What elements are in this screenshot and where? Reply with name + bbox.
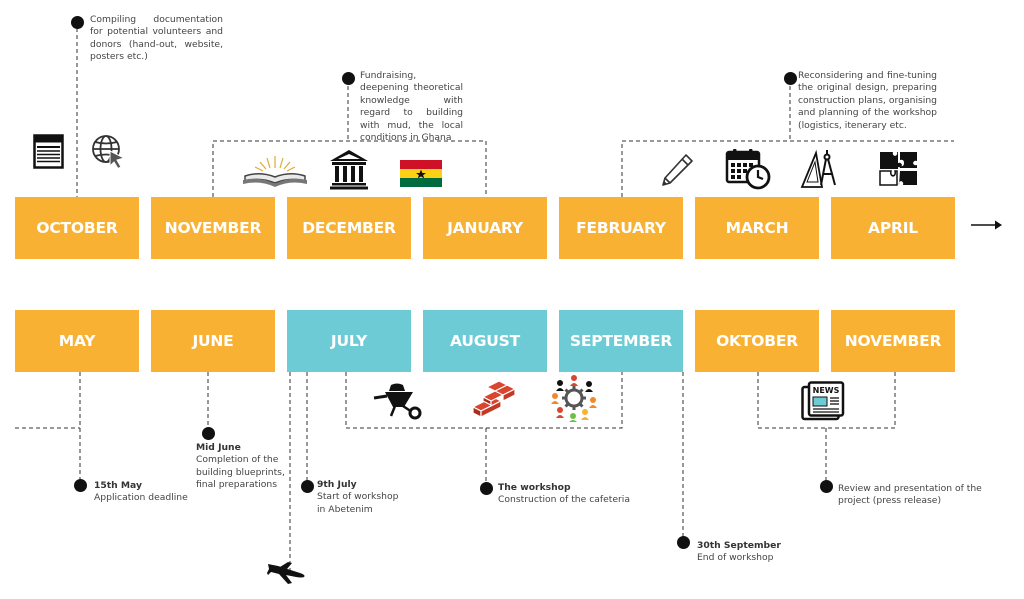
milestone-dot <box>480 482 493 495</box>
milestone-dot <box>342 72 355 85</box>
note-workshop: The workshop Construction of the cafeter… <box>498 482 638 507</box>
airplane-icon <box>267 562 305 584</box>
month-february: FEBRUARY <box>559 197 683 259</box>
month-january: JANUARY <box>423 197 547 259</box>
month-august: AUGUST <box>423 310 547 372</box>
puzzle-icon <box>879 152 917 186</box>
note-june-text: Completion of the building blueprints, f… <box>196 454 285 491</box>
milestone-dot <box>820 480 833 493</box>
month-october: OCTOBER <box>15 197 139 259</box>
month-may: MAY <box>15 310 139 372</box>
note-july: 9th July Start of workshop in Abetenim <box>317 479 407 516</box>
arrow-right-icon <box>971 220 1002 230</box>
globe-cursor-icon <box>92 135 126 170</box>
note-october: Compiling documentation for potential vo… <box>90 14 223 63</box>
document-icon <box>33 134 64 169</box>
pencil-icon <box>662 154 693 186</box>
milestone-dot <box>784 72 797 85</box>
calendar-clock-icon <box>725 149 771 190</box>
month-september: SEPTEMBER <box>559 310 683 372</box>
newspaper-label: NEWS <box>813 386 840 395</box>
note-workshop-label: The workshop <box>498 482 571 493</box>
note-june-label: Mid June <box>196 442 241 453</box>
note-november: Review and presentation of the project (… <box>838 483 982 507</box>
note-nov-jan: Fundraising, deepening theoretical knowl… <box>360 70 463 144</box>
wheelbarrow-icon <box>373 383 422 420</box>
month-oktober: OKTOBER <box>695 310 819 372</box>
note-workshop-text: Construction of the cafeteria <box>498 494 630 506</box>
month-december: DECEMBER <box>287 197 411 259</box>
bricks-icon <box>471 380 517 418</box>
note-september-label: 30th September <box>697 540 781 551</box>
month-april: APRIL <box>831 197 955 259</box>
note-may-label: 15th May <box>94 480 142 491</box>
month-june: JUNE <box>151 310 275 372</box>
gear-people-icon <box>551 375 597 422</box>
newspaper-icon: NEWS <box>801 381 845 421</box>
note-may: 15th May Application deadline <box>94 480 204 505</box>
ghana-flag-icon <box>400 160 442 187</box>
note-september-text: End of workshop <box>697 552 774 564</box>
milestone-dot <box>71 16 84 29</box>
note-september: 30th September End of workshop <box>697 540 807 565</box>
month-march: MARCH <box>695 197 819 259</box>
month-july: JULY <box>287 310 411 372</box>
note-june: Mid June Completion of the building blue… <box>196 442 288 492</box>
note-may-text: Application deadline <box>94 492 188 504</box>
drafting-compass-icon <box>800 149 836 188</box>
institution-icon <box>330 150 368 190</box>
open-book-icon <box>243 156 307 187</box>
milestone-dot <box>202 427 215 440</box>
month-november-2: NOVEMBER <box>831 310 955 372</box>
milestone-dot <box>74 479 87 492</box>
milestone-dot <box>301 480 314 493</box>
note-feb-apr: Reconsidering and fine-tuning the origin… <box>798 70 937 131</box>
month-november: NOVEMBER <box>151 197 275 259</box>
milestone-dot <box>677 536 690 549</box>
note-july-text: Start of workshop in Abetenim <box>317 491 399 515</box>
note-july-label: 9th July <box>317 479 357 490</box>
